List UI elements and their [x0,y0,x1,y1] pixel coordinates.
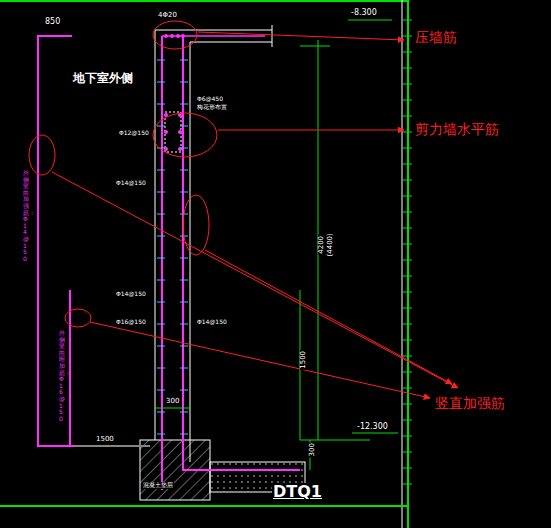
rebar-callout: Φ12@150 [118,130,150,137]
dimension: 4200 [318,235,326,255]
dimension: 300 [165,398,180,406]
rebar-callout: 4Φ20 [157,12,178,20]
rebar-callout: Φ14@150 [115,180,147,187]
dimension: 1500 [300,350,308,370]
rebar-callout: 梅花形布置 [196,104,228,111]
rebar-callout: Φ6@450 [196,96,224,103]
rebar-note: 外侧竖向加强筋：Φ14@150 [22,170,30,262]
rebar-callout: Φ14@150 [196,319,228,326]
dimension: 850 [44,18,61,27]
dimension: (4400) [327,232,335,257]
dimension: 1500 [95,436,115,444]
dimension: 300 [309,442,317,457]
rebar-callout: Φ14@150 [115,291,147,298]
elevation: -12.300 [356,423,389,432]
rebar-callout: Φ16@150 [115,319,147,326]
annotation: 压墙筋 [414,30,458,45]
rebar-note: 外侧竖向附加筋：Φ16@150 [58,330,66,422]
annotation: 竖直加强筋 [434,396,506,411]
elevation: -8.300 [350,9,378,18]
side-label: 地下室外侧 [72,72,134,85]
material-note: 混凝土垫层 [142,482,174,489]
drawing-tag: DTQ1 [272,483,323,501]
annotation: 剪力墙水平筋 [414,122,500,137]
